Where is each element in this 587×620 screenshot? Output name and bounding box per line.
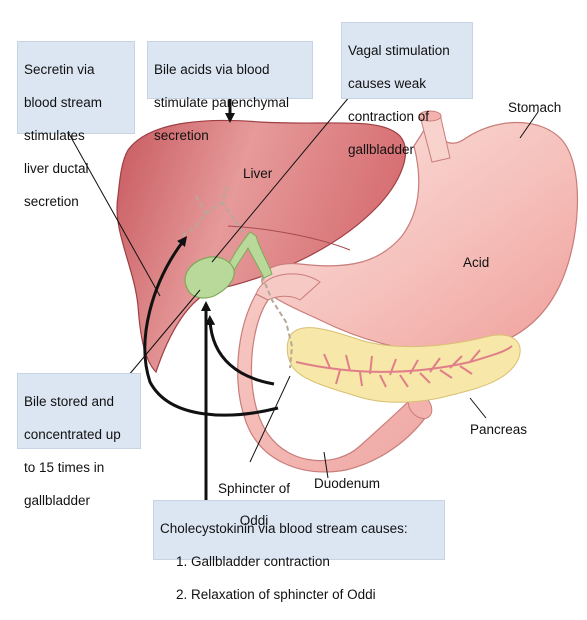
pancreatic-duct — [295, 345, 513, 388]
secretin-line-1: Secretin via — [24, 61, 95, 77]
sphincter-line-2: Oddi — [239, 513, 269, 528]
sphincter-label: Sphincter of Oddi — [214, 465, 294, 545]
gallbladder-shape — [184, 256, 235, 299]
liver-label: Liver — [243, 166, 273, 181]
vagal-callout: Vagal stimulation causes weak contractio… — [341, 22, 473, 157]
bile-stored-line-2: concentrated up — [24, 426, 121, 442]
secretin-line-4: liver ductal — [24, 160, 89, 176]
bile-acids-callout: Bile acids via blood stimulate parenchym… — [147, 41, 313, 143]
vagal-line-3: contraction of — [348, 108, 430, 124]
secretin-line-5: secretion — [24, 193, 79, 209]
pancreas-label: Pancreas — [470, 422, 528, 437]
secretin-callout: Secretin via blood stream stimulates liv… — [17, 41, 135, 209]
bile-stored-line-1: Bile stored and — [24, 393, 115, 409]
leader-lines — [67, 95, 539, 479]
pancreas-shape — [286, 327, 521, 403]
vagal-line-2: causes weak — [348, 75, 427, 91]
bile-acids-line-2: stimulate parenchymal — [154, 94, 290, 110]
acid-label: Acid — [463, 255, 490, 270]
digestive-diagram — [67, 95, 579, 500]
bile-acids-line-3: secretion — [154, 127, 209, 143]
secretin-line-2: blood stream — [24, 94, 103, 110]
vagal-line-4: gallbladder — [348, 141, 415, 157]
vagal-line-1: Vagal stimulation — [348, 42, 450, 58]
cck-line-2: 1. Gallbladder contraction — [176, 553, 330, 569]
bile-stored-line-3: to 15 times in — [24, 459, 105, 475]
cck-line-1: Cholecystokinin via blood stream causes: — [160, 520, 408, 536]
sphincter-line-1: Sphincter of — [217, 481, 291, 496]
bile-stored-line-4: gallbladder — [24, 492, 91, 508]
bile-ducts — [181, 185, 294, 369]
arrows — [143, 96, 279, 500]
liver-lobe-line — [227, 225, 351, 251]
duodenum-upper — [255, 273, 321, 301]
cholecystokinin-callout: Cholecystokinin via blood stream causes:… — [153, 500, 445, 602]
bile-stored-callout: Bile stored and concentrated up to 15 ti… — [17, 373, 141, 508]
stomach-label: Stomach — [508, 100, 562, 115]
duodenum-label: Duodenum — [314, 476, 381, 491]
esophagus-opening — [418, 110, 442, 122]
cystic-duct — [225, 231, 273, 279]
secretin-line-3: stimulates — [24, 127, 85, 143]
bile-acids-line-1: Bile acids via blood — [154, 61, 270, 77]
cck-line-3: 2. Relaxation of sphincter of Oddi — [176, 586, 376, 602]
